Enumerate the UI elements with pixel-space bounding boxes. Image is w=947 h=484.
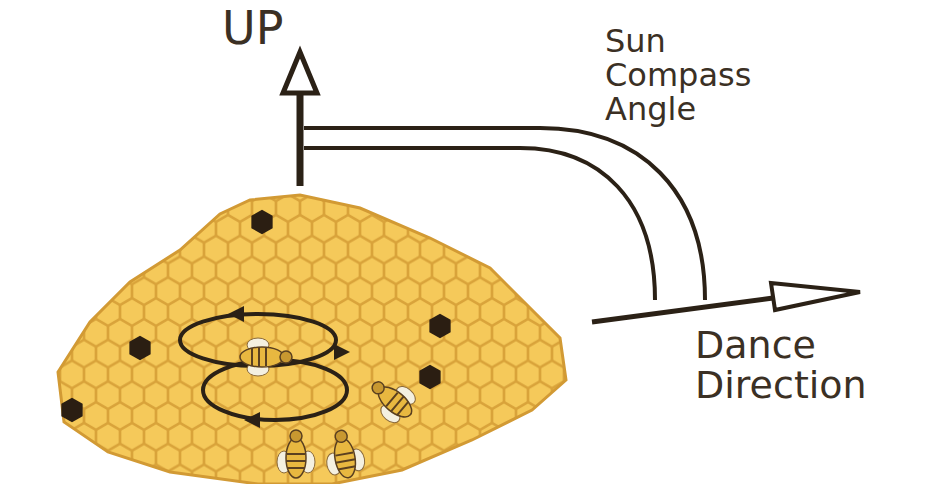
dark-cell	[61, 398, 82, 423]
arrowhead	[244, 412, 260, 428]
dance-arrowhead	[771, 283, 860, 310]
arrowhead	[334, 344, 350, 360]
arrowhead	[228, 306, 244, 322]
label: UP	[222, 2, 342, 54]
bee-head	[280, 351, 292, 363]
bee-head	[334, 429, 348, 443]
dance-loop	[203, 360, 347, 420]
honeycomb	[58, 195, 566, 484]
bee-stripes	[386, 392, 410, 416]
dark-cell	[429, 314, 450, 339]
dance-arrowheads	[228, 306, 350, 428]
bee-stripes	[286, 454, 306, 468]
bee	[277, 430, 315, 478]
dark-cell	[129, 336, 150, 361]
bee-body	[332, 437, 359, 480]
bee-body	[240, 347, 284, 367]
label: Sun Compass Angle	[605, 24, 780, 126]
dance-arrow-shaft	[592, 298, 773, 322]
label: Dance Direction	[695, 325, 935, 405]
bee-head	[290, 430, 302, 442]
dance-path	[180, 314, 347, 420]
bee-head	[370, 379, 387, 396]
up-arrowhead	[283, 52, 317, 93]
angle-arc	[304, 128, 705, 300]
dark-cell	[419, 365, 440, 390]
dance-loop	[180, 314, 336, 366]
bee-body	[286, 438, 306, 478]
angle-arc	[304, 148, 655, 300]
bee	[361, 369, 422, 429]
dark-cell	[251, 210, 272, 235]
bee-stripes	[334, 452, 356, 469]
bee-stripes	[252, 347, 266, 367]
bee	[321, 427, 367, 481]
up-arrow-shaft	[297, 94, 304, 186]
bee	[240, 338, 292, 376]
